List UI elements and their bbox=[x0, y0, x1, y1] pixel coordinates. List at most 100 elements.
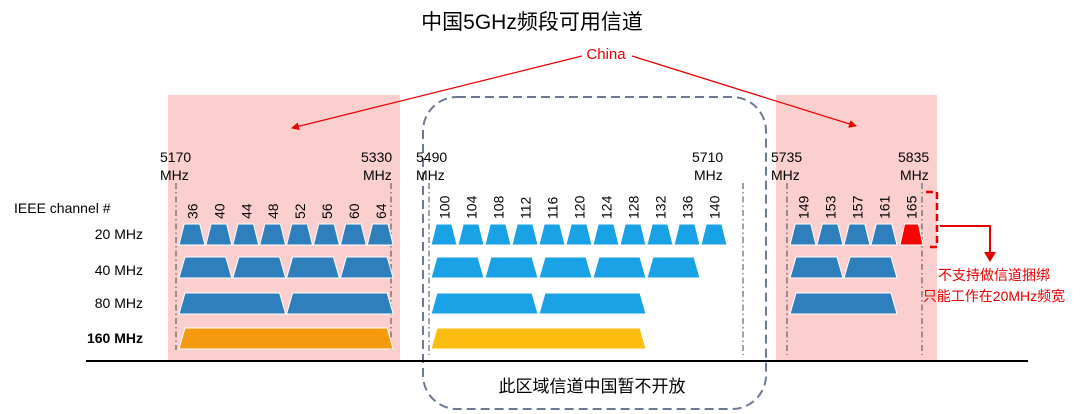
freq-5490-value: 5490 bbox=[416, 149, 447, 165]
channel-block-unii-1-2-w20-7 bbox=[339, 223, 367, 246]
ch165-note-arrow bbox=[940, 225, 991, 254]
note-no-bonding-line1: 不支持做信道捆绑 bbox=[938, 267, 1050, 283]
freq-5170: 5170 MHz bbox=[160, 149, 191, 183]
channel-block-unii-1-2-w80-1 bbox=[178, 292, 287, 315]
freq-5710-unit: MHz bbox=[694, 167, 723, 183]
row-header-ieee: IEEE channel # bbox=[14, 200, 111, 216]
channel-block-unii-1-2-w40-1 bbox=[178, 256, 233, 279]
channel-number-124: 124 bbox=[599, 195, 615, 219]
channel-block-unii-1-2-w20-6 bbox=[312, 223, 341, 246]
guide-lines bbox=[175, 183, 923, 355]
channel-number-116: 116 bbox=[545, 196, 561, 219]
channel-block-unii-2e-w40-4 bbox=[592, 256, 647, 279]
channel-number-161: 161 bbox=[877, 195, 893, 219]
freq-5710: 5710 MHz bbox=[692, 149, 723, 183]
row-label-20: 20 MHz bbox=[95, 226, 143, 242]
row-label-80: 80 MHz bbox=[95, 295, 143, 311]
channel-block-unii-2e-w20-9 bbox=[646, 223, 674, 246]
channel-block-unii-1-2-w20-4 bbox=[259, 223, 287, 246]
channel-numbers: 36 40 44 48 52 56 60 64 100 104 108 112 116 120 124 128… bbox=[184, 195, 919, 219]
channel-number-120: 120 bbox=[572, 195, 588, 219]
china-arrow-right bbox=[631, 55, 857, 128]
freq-5170-value: 5170 bbox=[160, 149, 191, 165]
freq-5735-unit: MHz bbox=[771, 167, 800, 183]
channel-block-unii-2e-w80-2 bbox=[538, 292, 647, 315]
channel-block-unii-3-w80-1 bbox=[789, 292, 898, 315]
channel-number-44: 44 bbox=[238, 203, 254, 219]
freq-5735: 5735 MHz bbox=[771, 149, 802, 183]
channel-block-unii-2e-w20-1 bbox=[430, 223, 458, 246]
channel-number-60: 60 bbox=[346, 203, 362, 219]
row-label-40: 40 MHz bbox=[95, 262, 143, 278]
channel-block-unii-3-w20-1 bbox=[789, 223, 817, 246]
channel-block-165-highlight bbox=[899, 223, 924, 246]
freq-5835: 5835 MHz bbox=[898, 149, 929, 183]
channel-number-56: 56 bbox=[319, 203, 335, 219]
note-no-bonding-line2: 只能工作在20MHz频宽 bbox=[923, 288, 1065, 304]
channel-block-unii-1-2-w40-4 bbox=[339, 256, 394, 279]
channel-number-40: 40 bbox=[211, 203, 227, 219]
channel-block-unii-2e-w20-4 bbox=[511, 223, 539, 246]
channel-number-132: 132 bbox=[653, 195, 669, 219]
ch165-bracket bbox=[926, 190, 939, 249]
channel-number-104: 104 bbox=[464, 195, 480, 219]
freq-5490: 5490 MHz bbox=[416, 149, 447, 183]
freq-5835-unit: MHz bbox=[900, 167, 929, 183]
channel-block-unii-1-2-w160-1 bbox=[178, 327, 394, 350]
channel-block-unii-2e-w20-6 bbox=[565, 223, 593, 246]
channel-number-165: 165 bbox=[904, 195, 920, 219]
channel-block-unii-1-2-w20-5 bbox=[285, 223, 314, 246]
channel-block-unii-2e-w40-2 bbox=[484, 256, 539, 279]
china-label: China bbox=[586, 46, 626, 63]
channel-block-unii-2e-w20-7 bbox=[592, 223, 620, 246]
freq-5490-unit: MHz bbox=[416, 167, 445, 183]
page-title: 中国5GHz频段可用信道 bbox=[421, 11, 643, 34]
channel-block-unii-1-2-w40-2 bbox=[232, 256, 287, 279]
channel-number-52: 52 bbox=[292, 203, 308, 219]
closed-region-border bbox=[422, 96, 767, 410]
channel-number-112: 112 bbox=[518, 196, 534, 219]
channel-blocks bbox=[178, 223, 924, 350]
channel-number-157: 157 bbox=[850, 195, 866, 219]
channel-block-unii-3-w40-1 bbox=[789, 256, 844, 279]
channel-number-64: 64 bbox=[373, 203, 389, 219]
freq-5330-unit: MHz bbox=[363, 167, 392, 183]
channel-block-unii-1-2-w80-2 bbox=[285, 292, 394, 315]
channel-block-unii-2e-w160-1 bbox=[430, 327, 647, 350]
channel-block-unii-3-w20-3 bbox=[843, 223, 871, 246]
channel-number-153: 153 bbox=[823, 195, 839, 219]
freq-5330-value: 5330 bbox=[361, 149, 392, 165]
channel-block-unii-2e-w20-5 bbox=[538, 223, 566, 246]
channel-block-unii-2e-w20-11 bbox=[700, 223, 728, 246]
channel-block-unii-1-2-w20-1 bbox=[178, 223, 206, 246]
china-arrow-left bbox=[291, 55, 583, 131]
channel-number-128: 128 bbox=[626, 195, 642, 219]
channel-block-unii-2e-w80-1 bbox=[430, 292, 539, 315]
channel-block-unii-1-2-w20-3 bbox=[232, 223, 260, 246]
channel-block-unii-1-2-w20-2 bbox=[205, 223, 233, 246]
row-label-160: 160 MHz bbox=[87, 330, 143, 346]
channel-number-36: 36 bbox=[184, 203, 200, 219]
channel-number-108: 108 bbox=[491, 195, 507, 219]
freq-5835-value: 5835 bbox=[898, 149, 929, 165]
channel-block-unii-3-w40-2 bbox=[843, 256, 898, 279]
china-band-left bbox=[168, 95, 400, 361]
freq-5330: 5330 MHz bbox=[361, 149, 392, 183]
channel-block-unii-1-2-w40-3 bbox=[285, 256, 341, 279]
channel-number-48: 48 bbox=[265, 203, 281, 219]
channel-number-136: 136 bbox=[680, 195, 696, 219]
channel-number-149: 149 bbox=[796, 195, 812, 219]
channel-block-unii-3-w20-2 bbox=[816, 223, 844, 246]
channel-number-140: 140 bbox=[707, 195, 723, 219]
channel-number-100: 100 bbox=[437, 195, 453, 219]
ch165-note-arrowhead bbox=[984, 252, 996, 262]
channel-block-unii-2e-w20-8 bbox=[619, 223, 647, 246]
channel-block-unii-2e-w20-10 bbox=[673, 223, 701, 246]
channel-block-unii-2e-w20-2 bbox=[457, 223, 485, 246]
closed-region-label: 此区域信道中国暂不开放 bbox=[499, 377, 686, 396]
channel-block-unii-2e-w40-3 bbox=[538, 256, 593, 279]
freq-5170-unit: MHz bbox=[160, 167, 189, 183]
freq-5710-value: 5710 bbox=[692, 149, 723, 165]
channel-block-unii-2e-w20-3 bbox=[484, 223, 512, 246]
